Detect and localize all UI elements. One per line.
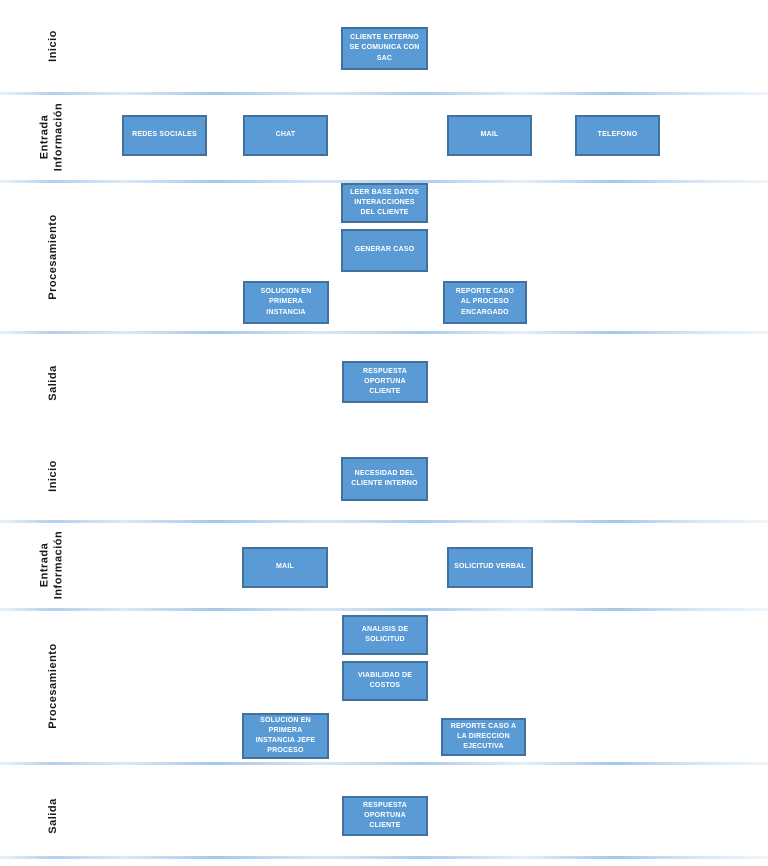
process-box-procesamiento-2: ANALISIS DE SOLICITUD bbox=[342, 615, 428, 655]
process-box-procesamiento-1: LEER BASE DATOS INTERACCIONES DEL CLIENT… bbox=[341, 183, 428, 223]
lane-divider bbox=[0, 520, 768, 523]
lane-divider bbox=[0, 331, 768, 334]
lane-label-procesamiento-2: Procesamiento bbox=[47, 643, 60, 729]
process-box-salida-2: RESPUESTA OPORTUNA CLIENTE bbox=[342, 796, 428, 836]
lane-divider bbox=[0, 180, 768, 183]
process-box-procesamiento-2: SOLUCION EN PRIMERA INSTANCIA JEFE PROCE… bbox=[242, 713, 329, 759]
lane-label-procesamiento-1: Procesamiento bbox=[47, 214, 60, 300]
process-box-procesamiento-2: VIABILIDAD DE COSTOS bbox=[342, 661, 428, 701]
process-box-inicio-1: CLIENTE EXTERNO SE COMUNICA CON SAC bbox=[341, 27, 428, 70]
process-box-entrada-2: MAIL bbox=[242, 547, 328, 588]
lane-label-inicio-1: Inicio bbox=[47, 30, 60, 62]
lane-label-salida-2: Salida bbox=[47, 798, 60, 834]
process-box-entrada-1: CHAT bbox=[243, 115, 328, 156]
process-box-inicio-2: NECESIDAD DEL CLIENTE INTERNO bbox=[341, 457, 428, 501]
process-box-entrada-2: SOLICITUD VERBAL bbox=[447, 547, 533, 588]
lane-label-salida-1: Salida bbox=[47, 365, 60, 401]
lane-divider bbox=[0, 856, 768, 859]
process-box-entrada-1: REDES SOCIALES bbox=[122, 115, 207, 156]
lane-divider bbox=[0, 608, 768, 611]
lane-divider bbox=[0, 762, 768, 765]
process-box-procesamiento-1: GENERAR CASO bbox=[341, 229, 428, 272]
lane-label-entrada-2: Entrada Información bbox=[38, 530, 64, 600]
process-box-entrada-1: TELEFONO bbox=[575, 115, 660, 156]
process-box-salida-1: RESPUESTA OPORTUNA CLIENTE bbox=[342, 361, 428, 403]
lane-label-entrada-1: Entrada Información bbox=[38, 102, 64, 172]
process-box-procesamiento-1: SOLUCION EN PRIMERA INSTANCIA bbox=[243, 281, 329, 324]
lane-label-inicio-2: Inicio bbox=[47, 460, 60, 492]
process-box-entrada-1: MAIL bbox=[447, 115, 532, 156]
process-box-procesamiento-1: REPORTE CASO AL PROCESO ENCARGADO bbox=[443, 281, 527, 324]
process-box-procesamiento-2: REPORTE CASO A LA DIRECCION EJECUTIVA bbox=[441, 718, 526, 756]
lane-divider bbox=[0, 92, 768, 95]
